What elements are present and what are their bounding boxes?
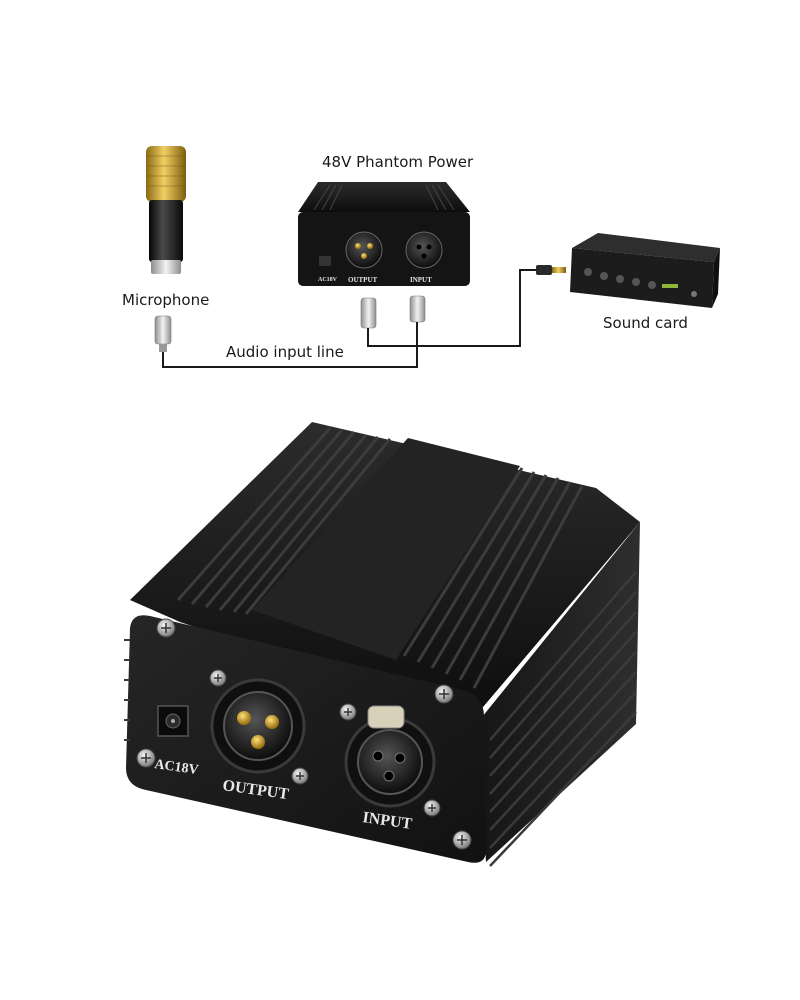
small-box-output-label: OUTPUT [348,276,378,284]
small-box-ac-label: AC18V [318,277,338,283]
audio-cables [162,269,538,368]
phantom-input-plug [409,295,426,323]
small-box-input-label: INPUT [410,276,432,284]
screw-icon [136,748,156,768]
screws [136,618,472,850]
phantom-output-plug [360,297,377,329]
input-label: INPUT [361,809,413,833]
microphone-illustration [146,146,186,274]
screw-icon [156,618,176,638]
dc-power-jack [157,705,189,737]
phantom-power-illustration: AC18V OUTPUT INPUT [298,182,470,286]
phantom-power-label: 48V Phantom Power [322,153,474,171]
screw-icon [209,669,227,687]
sound-card-jack [536,265,566,275]
mic-cable-plug [154,315,172,352]
sound-card-label: Sound card [603,314,688,332]
audio-input-line-label: Audio input line [226,343,344,361]
input-xlr-connector [344,705,436,808]
screw-icon [291,767,309,785]
microphone-label: Microphone [122,291,209,309]
output-xlr-connector [210,678,306,774]
screw-icon [434,684,454,704]
screw-icon [339,703,357,721]
screw-icon [423,799,441,817]
ac18v-label: AC18V [153,757,199,778]
sound-card-illustration [570,233,720,308]
screw-icon [452,830,472,850]
